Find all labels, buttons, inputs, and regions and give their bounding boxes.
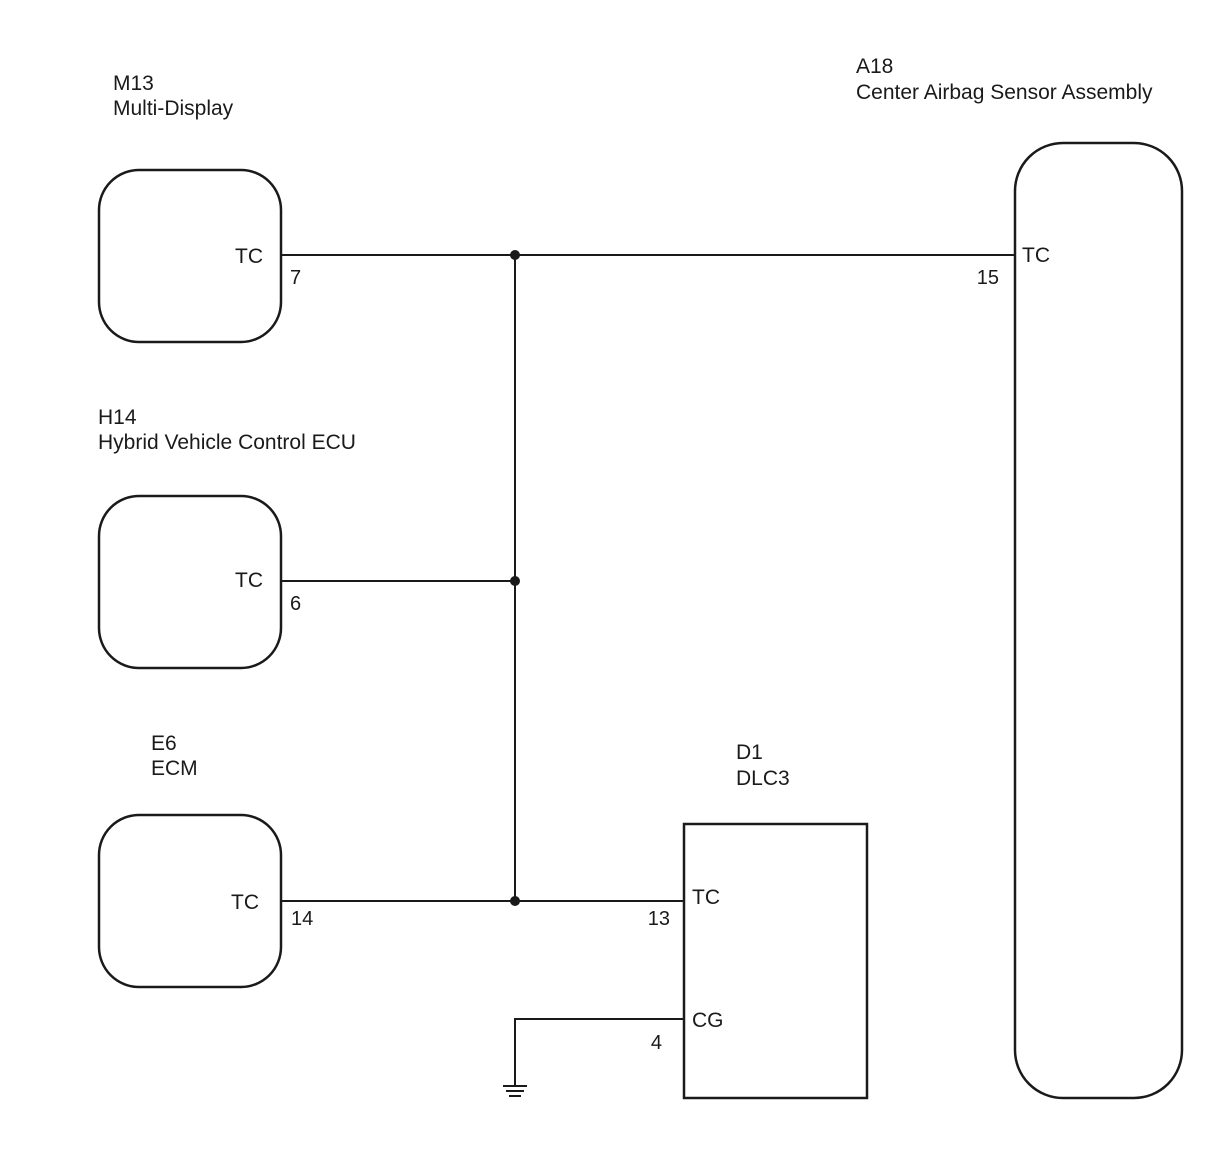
d1-pin-tc-name: TC: [692, 886, 720, 909]
component-a18: A18 Center Airbag Sensor Assembly TC 15: [856, 55, 1184, 1100]
e6-pin-name: TC: [231, 891, 259, 914]
d1-code: D1: [736, 741, 763, 764]
m13-pin-number: 7: [290, 267, 301, 289]
a18-body: [1013, 141, 1184, 1100]
m13-name: Multi-Display: [113, 97, 234, 120]
e6-pin-number: 14: [291, 908, 313, 930]
d1-pin-cg-name: CG: [692, 1009, 724, 1032]
component-d1: D1 DLC3 TC 13 CG 4: [648, 741, 869, 1100]
wiring: [281, 250, 1015, 1085]
ground-icon: [503, 1085, 527, 1097]
a18-code: A18: [856, 55, 893, 78]
d1-body: [682, 822, 869, 1100]
d1-name: DLC3: [736, 767, 790, 790]
h14-pin-name: TC: [235, 569, 263, 592]
d1-pin-tc-number: 13: [648, 908, 670, 930]
a18-name: Center Airbag Sensor Assembly: [856, 81, 1153, 104]
h14-name: Hybrid Vehicle Control ECU: [98, 431, 356, 454]
junction-node-middle: [510, 576, 520, 586]
h14-pin-number: 6: [290, 593, 301, 615]
junction-node-bottom: [510, 896, 520, 906]
e6-name: ECM: [151, 757, 198, 780]
e6-code: E6: [151, 732, 177, 755]
m13-code: M13: [113, 72, 154, 95]
component-e6: E6 ECM TC 14: [97, 732, 313, 989]
component-m13: M13 Multi-Display TC 7: [97, 72, 301, 344]
d1-pin-cg-number: 4: [651, 1032, 662, 1054]
wire-d1-cg-to-ground: [514, 1018, 684, 1085]
a18-pin-name: TC: [1022, 244, 1050, 267]
component-h14: H14 Hybrid Vehicle Control ECU TC 6: [97, 406, 356, 670]
a18-pin-number: 15: [977, 267, 999, 289]
h14-code: H14: [98, 406, 137, 429]
junction-node-top: [510, 250, 520, 260]
m13-pin-name: TC: [235, 245, 263, 268]
